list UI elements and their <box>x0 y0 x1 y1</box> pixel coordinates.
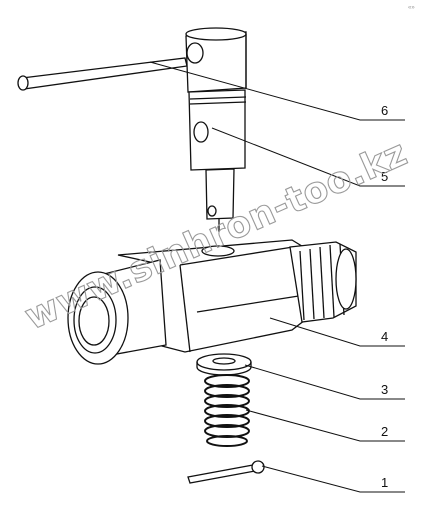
leader-line-2 <box>245 409 405 442</box>
leader-line-4 <box>269 317 405 347</box>
washer-part-3 <box>196 353 252 376</box>
label-part-5: 5 <box>381 169 388 184</box>
label-part-4: 4 <box>381 329 388 344</box>
pin-part-1 <box>187 460 265 484</box>
t-handle-part-6 <box>17 27 247 93</box>
leader-line-1 <box>261 465 405 493</box>
leader-line-3 <box>244 364 405 400</box>
corner-mark: «» <box>408 5 415 11</box>
leader-lines <box>149 61 405 493</box>
leader-line-5 <box>211 127 405 187</box>
valve-body-part-4 <box>67 239 357 365</box>
spring-part-2 <box>204 374 250 447</box>
label-part-2: 2 <box>381 424 388 439</box>
label-part-6: 6 <box>381 103 388 118</box>
label-part-3: 3 <box>381 382 388 397</box>
leader-line-6 <box>149 61 405 121</box>
label-part-1: 1 <box>381 475 388 490</box>
